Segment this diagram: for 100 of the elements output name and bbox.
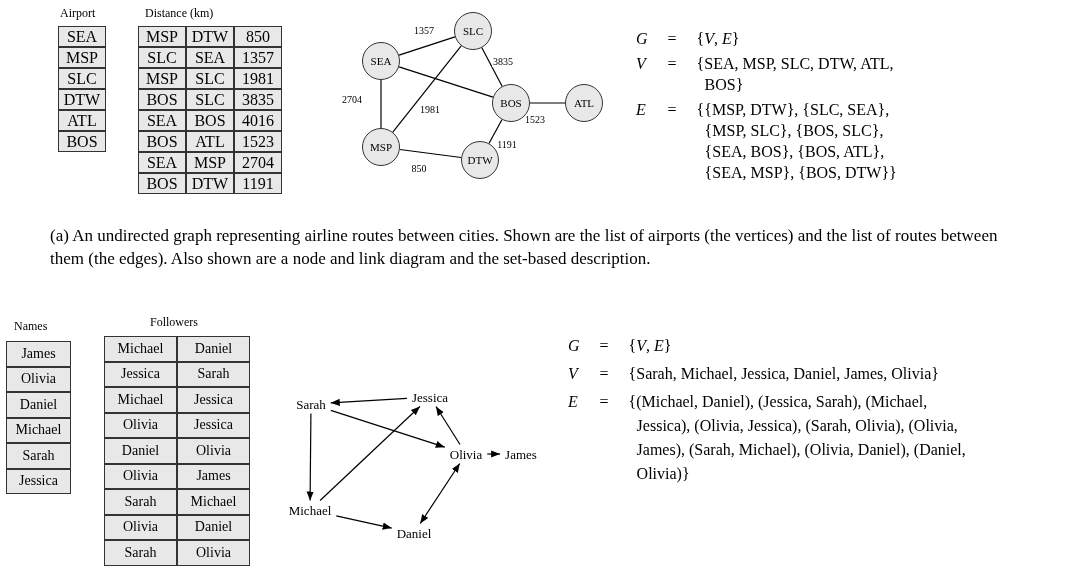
table-cell: SEA <box>138 152 186 173</box>
set-expression: {SEA, MSP, SLC, DTW, ATL, BOS} <box>696 54 895 95</box>
table-cell: 1357 <box>234 47 282 68</box>
arrow <box>306 412 314 502</box>
table-cell: BOS <box>138 131 186 152</box>
table-cell: BOS <box>186 110 234 131</box>
vertex-label: James <box>500 444 542 464</box>
table-cell: Sarah <box>6 443 71 469</box>
table-cell: SEA <box>138 110 186 131</box>
table-cell: Sarah <box>104 489 177 515</box>
table-cell: Daniel <box>6 392 71 418</box>
vertex-label: Sarah <box>291 394 331 414</box>
table-cell: Olivia <box>177 540 250 566</box>
equals-sign: = <box>667 54 677 74</box>
arrow <box>486 450 501 458</box>
equals-sign: = <box>599 392 609 412</box>
table-cell: SLC <box>186 89 234 110</box>
connector-line <box>398 66 494 98</box>
table-cell: SLC <box>186 68 234 89</box>
arrow <box>335 515 393 530</box>
table-cell: Michael <box>104 336 177 362</box>
table-cell: BOS <box>138 89 186 110</box>
connector-line <box>481 47 503 87</box>
table-cell: Michael <box>177 489 250 515</box>
connector-line <box>399 148 462 159</box>
table-cell: Daniel <box>177 514 250 540</box>
table-cell: SLC <box>138 47 186 68</box>
vertex-label: Michael <box>283 500 337 520</box>
connector-line <box>488 119 503 144</box>
table-cell: Daniel <box>104 438 177 464</box>
table-cell: Jessica <box>177 387 250 413</box>
table-cell: MSP <box>58 47 106 68</box>
set-expression: {Sarah, Michael, Jessica, Daniel, James, Olivia} <box>628 364 940 384</box>
arrow <box>330 409 446 448</box>
equation-symbol: G <box>568 336 580 356</box>
table-cell: Jessica <box>177 412 250 438</box>
arrow <box>435 405 461 446</box>
equation-symbol: V <box>568 364 580 384</box>
table-cell: Olivia <box>177 438 250 464</box>
connector-line <box>380 79 382 129</box>
table-heading: Names <box>14 318 48 335</box>
vertex-label: Daniel <box>391 523 437 543</box>
caption: (a) An undirected graph representing airline routes between cities. Shown are the list of airports (the vertices) and the list of routes between them (the edges). Also shown are a node and link diagram and the set-based description. <box>50 225 999 270</box>
table-cell: MSP <box>138 26 186 47</box>
equation-symbol: E <box>568 392 579 412</box>
equals-sign: = <box>599 336 609 356</box>
connector-line <box>398 36 456 56</box>
table-cell: 1191 <box>234 173 282 194</box>
edge-label: 1357 <box>413 26 435 36</box>
connector-line <box>392 45 462 133</box>
table-cell: BOS <box>138 173 186 194</box>
equation-symbol: V <box>636 54 648 74</box>
table-cell: DTW <box>186 173 234 194</box>
table-cell: MSP <box>138 68 186 89</box>
table-cell: Olivia <box>6 366 71 392</box>
table-heading: Airport <box>60 5 96 22</box>
set-expression: {V, E} <box>628 336 673 356</box>
table-cell: Olivia <box>104 412 177 438</box>
edge-label: 1191 <box>496 140 518 150</box>
table-cell: Jessica <box>6 468 71 494</box>
equals-sign: = <box>667 29 677 49</box>
edge-label: 2704 <box>341 95 363 105</box>
arrow <box>330 397 408 406</box>
table-cell: SEA <box>58 26 106 47</box>
table-cell: 2704 <box>234 152 282 173</box>
table-cell: Michael <box>104 387 177 413</box>
table-cell: James <box>6 341 71 367</box>
connector-line <box>529 102 566 104</box>
table-cell: 4016 <box>234 110 282 131</box>
arrow <box>319 405 421 502</box>
set-expression: {V, E} <box>696 29 741 49</box>
table-cell: Michael <box>6 417 71 443</box>
edge-label: 3835 <box>492 57 514 67</box>
table-cell: ATL <box>58 110 106 131</box>
table-cell: Sarah <box>104 540 177 566</box>
equation-symbol: G <box>636 29 648 49</box>
table-cell: SEA <box>186 47 234 68</box>
edge-label: 1981 <box>419 105 441 115</box>
table-cell: 850 <box>234 26 282 47</box>
table-cell: DTW <box>58 89 106 110</box>
equation-symbol: E <box>636 100 647 120</box>
vertex-label: Olivia <box>444 444 488 464</box>
vertex-label: Jessica <box>406 387 454 407</box>
set-expression: {{MSP, DTW}, {SLC, SEA}, {MSP, SLC}, {BOS, SLC}, {SEA, BOS}, {BOS, ATL}, {SEA, MSP}, {BOS, DTW}} <box>696 100 898 183</box>
table-heading: Distance (km) <box>145 5 214 22</box>
table-cell: ATL <box>186 131 234 152</box>
table-heading: Followers <box>150 314 198 331</box>
equals-sign: = <box>667 100 677 120</box>
table-cell: BOS <box>58 131 106 152</box>
table-cell: 3835 <box>234 89 282 110</box>
table-cell: Olivia <box>104 463 177 489</box>
set-expression: {(Michael, Daniel), (Jessica, Sarah), (Michael, Jessica), (Olivia, Jessica), (Sarah, Olivia), (Olivia, James), (Sarah, Michael), (Olivia, Daniel), (Daniel, Olivia)} <box>628 392 967 485</box>
arrow <box>419 462 461 525</box>
table-cell: Jessica <box>104 361 177 387</box>
table-cell: Daniel <box>177 336 250 362</box>
table-cell: Sarah <box>177 361 250 387</box>
table-cell: James <box>177 463 250 489</box>
edge-label: 850 <box>410 164 428 174</box>
table-cell: DTW <box>186 26 234 47</box>
table-cell: 1981 <box>234 68 282 89</box>
